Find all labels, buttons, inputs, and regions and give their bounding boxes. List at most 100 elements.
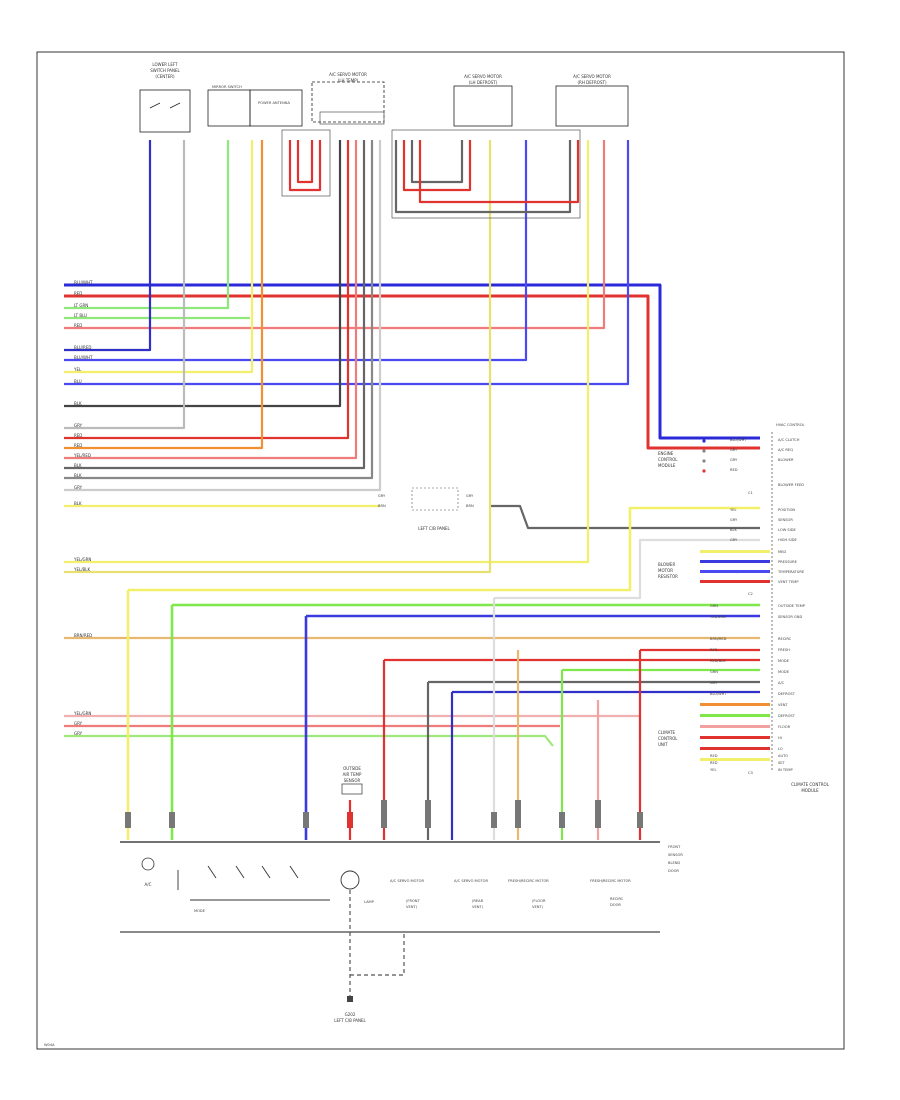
module-b-func-3: HIGH SIDE (778, 538, 798, 542)
motor-group-0: A/C SERVO MOTOR (FRONT VENT) (390, 879, 424, 909)
module-c-func-13: AUTO (778, 754, 788, 758)
motor-0-sub-1: (FRONT (406, 899, 420, 903)
servo-motor-2-label: A/C SERVO MOTOR (464, 74, 502, 79)
module-c-pin-6: GRN (710, 670, 718, 674)
module-b-func-6: TEMPERATURE (777, 570, 805, 574)
module-a-pin-0: BLU/WHT (730, 438, 747, 442)
module-c-name-1: CLIMATE (658, 730, 676, 735)
module-a-pin-1: GRY (730, 448, 738, 452)
motor-2-sub-1: (FLOOR (532, 899, 546, 903)
ground-label-2: LEFT C/B PANEL (334, 1018, 366, 1023)
sensor-label-2: AIR TEMP (343, 772, 362, 777)
module-b-func-4: MED (778, 550, 786, 554)
servo-motor-3-sub: (RH DEFROST) (578, 80, 607, 85)
right-label-2: SENSOR (668, 853, 683, 857)
module-a-pin-3: RED (730, 468, 738, 472)
module-c-func-8: VENT (778, 703, 788, 707)
module-c-pin-0: GRN (710, 604, 718, 608)
right-label-3: BLEND (668, 861, 680, 865)
right-label-1: FRONT (668, 845, 681, 849)
mode-label: MODE (194, 909, 206, 913)
module-a-name-3: MODULE (658, 463, 676, 468)
module-b-pin-3: GRY (730, 538, 738, 542)
servo-motor-2-component: A/C SERVO MOTOR (LH DEFROST) (453, 74, 513, 127)
module-c-pin-15: YEL (710, 768, 716, 772)
cb-pin-right-1: BRN (466, 504, 474, 508)
module-a-pin-2: GRY (730, 458, 738, 462)
right-panel-footer-1: CLIMATE CONTROL (791, 782, 830, 787)
module-c-conn: C3 (748, 771, 753, 775)
bottom-section: OUTSIDE AIR TEMP SENSOR A/C MODE LAMP A/… (120, 766, 683, 1023)
mirror-switch-label: MIRROR SWITCH (212, 85, 242, 89)
right-panel: HVAC CONTROL ENGINE CONTROL MODULE C1 BL… (658, 423, 830, 793)
module-c-func-14: SET (778, 761, 786, 765)
center-cb-connector: GRY BRN GRY BRN LEFT C/B PANEL (378, 487, 474, 531)
cb-pin-left-1: BRN (378, 504, 386, 508)
wire-label-18: YEL/GRN (73, 557, 91, 562)
wire-label-21: YEL/GRN (73, 711, 91, 716)
module-c-name-2: CONTROL (658, 736, 678, 741)
power-antenna-label: POWER ANTENNA (258, 101, 290, 105)
wire-label-15: BLK (74, 473, 82, 478)
module-c-pin-7: BLU/WHT (710, 692, 727, 696)
wire-label-19: YEL/BLK (73, 567, 91, 572)
module-a-func-3: BLOWER FEED (778, 483, 804, 487)
wire-label-20: BRN/RED (74, 633, 92, 638)
wire-label-23: GRY (74, 731, 83, 736)
wire-label-6: BLU/WHT (74, 355, 93, 360)
module-b-func-0: POSITION (778, 508, 795, 512)
module-c-name-3: UNIT (658, 742, 668, 747)
motor-0-label: A/C SERVO MOTOR (390, 879, 424, 883)
motor-3-sub-2: DOOR (610, 903, 621, 907)
module-b-func-2: LOW SIDE (778, 528, 797, 532)
wire-label-7: YEL (73, 367, 82, 372)
module-a-func-0: A/C CLUTCH (778, 438, 800, 442)
module-c-func-9: DEFROST (778, 714, 796, 718)
wire-harness (64, 140, 760, 840)
left-seat-switch-label-3: (CENTER) (155, 74, 175, 79)
wire-label-14: BLK (74, 463, 82, 468)
right-label-4: DOOR (668, 869, 679, 873)
motor-1-sub-2: VENT) (472, 905, 484, 909)
wire-label-5: BLU/RED (74, 345, 91, 350)
diagram-code: W04A (44, 1043, 55, 1047)
wire-label-16: GRY (74, 485, 83, 490)
module-c-func-7: DEFROST (778, 692, 796, 696)
module-c-pin-5: GRY (710, 681, 718, 685)
module-c-pin-1: YEL/GRN (710, 615, 726, 619)
servo-motor-1-component: A/C SERVO MOTOR (LH TEMP) (311, 72, 385, 123)
module-c-func-4: MODE (778, 659, 790, 663)
module-c-func-11: HI (778, 736, 782, 740)
cb-pin-right-0: GRY (466, 494, 474, 498)
ac-switch-label: A/C (145, 882, 152, 887)
motor-group-2: FRESH/RECIRC MOTOR (FLOOR VENT) (508, 879, 549, 909)
mirror-switch-component: MIRROR SWITCH POWER ANTENNA (207, 85, 303, 127)
motor-3-label: FRESH/RECIRC MOTOR (590, 879, 631, 883)
module-c-func-15: IN TEMP (778, 768, 793, 772)
module-a-name-2: CONTROL (658, 457, 678, 462)
left-seat-switch-label-2: SWITCH PANEL (150, 68, 180, 73)
motor-1-sub-1: (REAR (472, 899, 484, 903)
left-wire-labels: BLU/WHT RED LT GRN LT BLU RED BLU/RED BL… (73, 280, 93, 736)
wire-label-11: RED (74, 433, 82, 438)
motor-0-sub-2: VENT) (406, 905, 418, 909)
module-b-pin-1: GRY (730, 518, 738, 522)
wire-label-9: BLK (74, 401, 82, 406)
module-c-func-5: A/C (778, 681, 785, 685)
module-b-name-1: BLOWER (658, 562, 675, 567)
module-b-name-2: MOTOR (658, 568, 673, 573)
servo-motor-3-component: A/C SERVO MOTOR (RH DEFROST) (555, 74, 629, 127)
module-a-conn: C1 (748, 491, 753, 495)
left-seat-switch-label-1: LOWER LEFT (152, 62, 178, 67)
lamp-label: LAMP (364, 900, 375, 904)
module-c-pin-4: RED/BLK (710, 659, 726, 663)
top-connectors (281, 111, 581, 219)
wire-label-17: BLK (74, 501, 82, 506)
servo-motor-1-label: A/C SERVO MOTOR (329, 72, 367, 77)
motor-2-sub-2: VENT) (532, 905, 544, 909)
motor-group-1: A/C SERVO MOTOR (REAR VENT) (454, 879, 488, 909)
module-c-pin-14: RED (710, 761, 718, 765)
cb-panel-title: LEFT C/B PANEL (418, 526, 450, 531)
wire-label-2: LT GRN (74, 303, 88, 308)
servo-motor-1-sub: (LH TEMP) (338, 78, 359, 83)
